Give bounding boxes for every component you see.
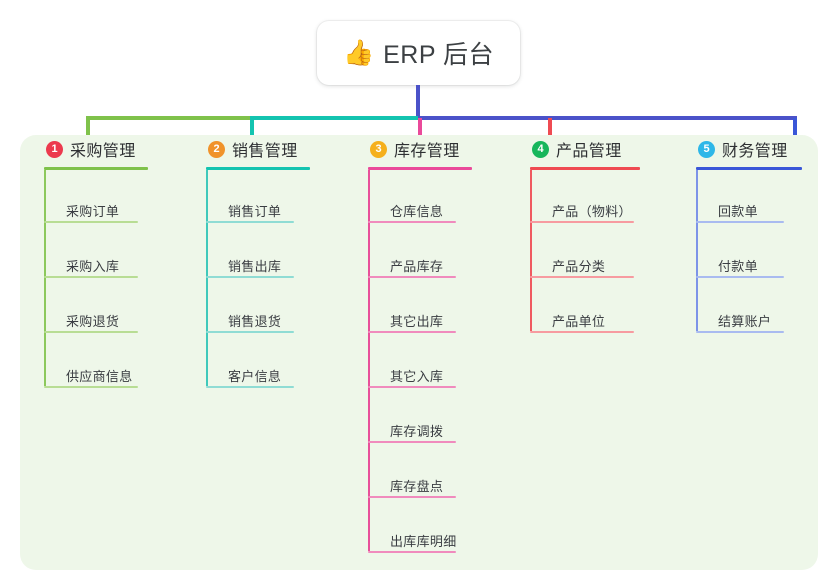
branch-item-underline: [206, 221, 294, 223]
branch-items: 产品（物料） 产品分类产品单位: [530, 170, 640, 348]
connector-drop-3: [418, 118, 422, 148]
connector-segment-2: [250, 116, 420, 120]
branch-item-underline: [368, 331, 456, 333]
branch-item-label: 其它入库: [390, 369, 444, 384]
branch-item-label: 库存调拨: [390, 424, 444, 439]
thumbs-up-icon: 👍: [342, 38, 375, 67]
branch-item-underline: [368, 386, 456, 388]
branch-number-badge: 4: [532, 140, 549, 158]
branch-title: 财务管理: [722, 143, 788, 160]
branch-item-label: 产品单位: [552, 314, 606, 329]
branch-item-label: 其它出库: [390, 314, 444, 329]
connector-drop-5: [793, 118, 797, 148]
branch-item-underline: [368, 441, 456, 443]
branch-item-underline: [368, 496, 456, 498]
branch-column-5: 5 财务管理回款单付款单结算账户: [696, 135, 802, 348]
branch-underline: [206, 167, 310, 170]
branch-spine: [44, 170, 46, 386]
branch-header-3[interactable]: 3 库存管理: [368, 135, 472, 163]
branch-title: 产品管理: [556, 143, 622, 160]
branch-title: 销售管理: [232, 143, 298, 160]
branch-item-underline: [44, 221, 138, 223]
branch-header-2[interactable]: 2 销售管理: [206, 135, 310, 163]
branch-number-badge: 2: [208, 140, 225, 158]
branch-item-label: 采购入库: [66, 259, 120, 274]
branch-items: 采购订单采购入库采购退货供应商信息: [44, 170, 148, 403]
branch-item-underline: [696, 276, 784, 278]
branch-number-badge: 3: [370, 140, 387, 158]
branch-item-underline: [206, 331, 294, 333]
branch-items: 回款单付款单结算账户: [696, 170, 802, 348]
branch-spine: [696, 170, 698, 331]
branch-spine: [206, 170, 208, 386]
branch-column-2: 2 销售管理销售订单销售出库销售退货客户信息: [206, 135, 310, 403]
root-connector-drop: [416, 85, 420, 118]
branch-item-label: 回款单: [718, 204, 758, 219]
branch-item-underline: [44, 386, 138, 388]
branch-item-underline: [368, 551, 456, 553]
branch-underline: [696, 167, 802, 170]
branch-item-label: 产品（物料）: [552, 204, 632, 219]
branch-number-badge: 1: [46, 140, 63, 158]
branch-column-3: 3 库存管理仓库信息产品库存其它出库其它入库库存调拨库存盘点出库库明细: [368, 135, 472, 568]
branch-item-underline: [530, 331, 634, 333]
connector-drop-1: [86, 118, 90, 148]
branch-column-1: 1 采购管理采购订单采购入库采购退货供应商信息: [44, 135, 148, 403]
branch-header-4[interactable]: 4 产品管理: [530, 135, 640, 163]
branch-item-label: 产品分类: [552, 259, 606, 274]
branch-column-4: 4 产品管理产品（物料） 产品分类产品单位: [530, 135, 640, 348]
branch-title: 库存管理: [394, 143, 460, 160]
branch-item-label: 付款单: [718, 259, 758, 274]
branch-item-label: 销售退货: [228, 314, 282, 329]
branch-item-underline: [206, 276, 294, 278]
branch-item-underline: [44, 331, 138, 333]
branch-item-label: 出库库明细: [390, 534, 457, 549]
branch-item-label: 供应商信息: [66, 369, 133, 384]
branch-item-label: 仓库信息: [390, 204, 444, 219]
branch-item-label: 采购退货: [66, 314, 120, 329]
connector-segment-3: [418, 116, 797, 120]
branch-item-underline: [206, 386, 294, 388]
branch-underline: [530, 167, 640, 170]
branch-item-label: 采购订单: [66, 204, 120, 219]
branch-item-underline: [368, 221, 456, 223]
branch-header-1[interactable]: 1 采购管理: [44, 135, 148, 163]
root-node[interactable]: 👍 ERP 后台: [317, 21, 520, 85]
branch-item-underline: [44, 276, 138, 278]
branch-item-label: 销售出库: [228, 259, 282, 274]
branch-spine: [368, 170, 370, 551]
branch-item-label: 销售订单: [228, 204, 282, 219]
branch-item-underline: [530, 276, 634, 278]
branch-underline: [368, 167, 472, 170]
branch-item-label: 库存盘点: [390, 479, 444, 494]
branch-item-underline: [368, 276, 456, 278]
branch-number-badge: 5: [698, 140, 715, 158]
branch-title: 采购管理: [70, 143, 136, 160]
connector-drop-4: [548, 118, 552, 148]
branch-spine: [530, 170, 532, 331]
branch-item-label: 结算账户: [718, 314, 772, 329]
branch-item-underline: [696, 331, 784, 333]
branch-header-5[interactable]: 5 财务管理: [696, 135, 802, 163]
root-node-label: ERP 后台: [383, 41, 495, 69]
branch-underline: [44, 167, 148, 170]
branch-items: 仓库信息产品库存其它出库其它入库库存调拨库存盘点出库库明细: [368, 170, 472, 568]
branch-item-underline: [696, 221, 784, 223]
connector-drop-2: [250, 118, 254, 148]
connector-segment-1: [86, 116, 252, 120]
branch-items: 销售订单销售出库销售退货客户信息: [206, 170, 310, 403]
branch-item-underline: [530, 221, 634, 223]
branch-item-label: 客户信息: [228, 369, 282, 384]
branch-item-label: 产品库存: [390, 259, 444, 274]
branches-panel: 1 采购管理采购订单采购入库采购退货供应商信息 2 销售管理销售订单销售出库销售退货客…: [20, 135, 818, 570]
